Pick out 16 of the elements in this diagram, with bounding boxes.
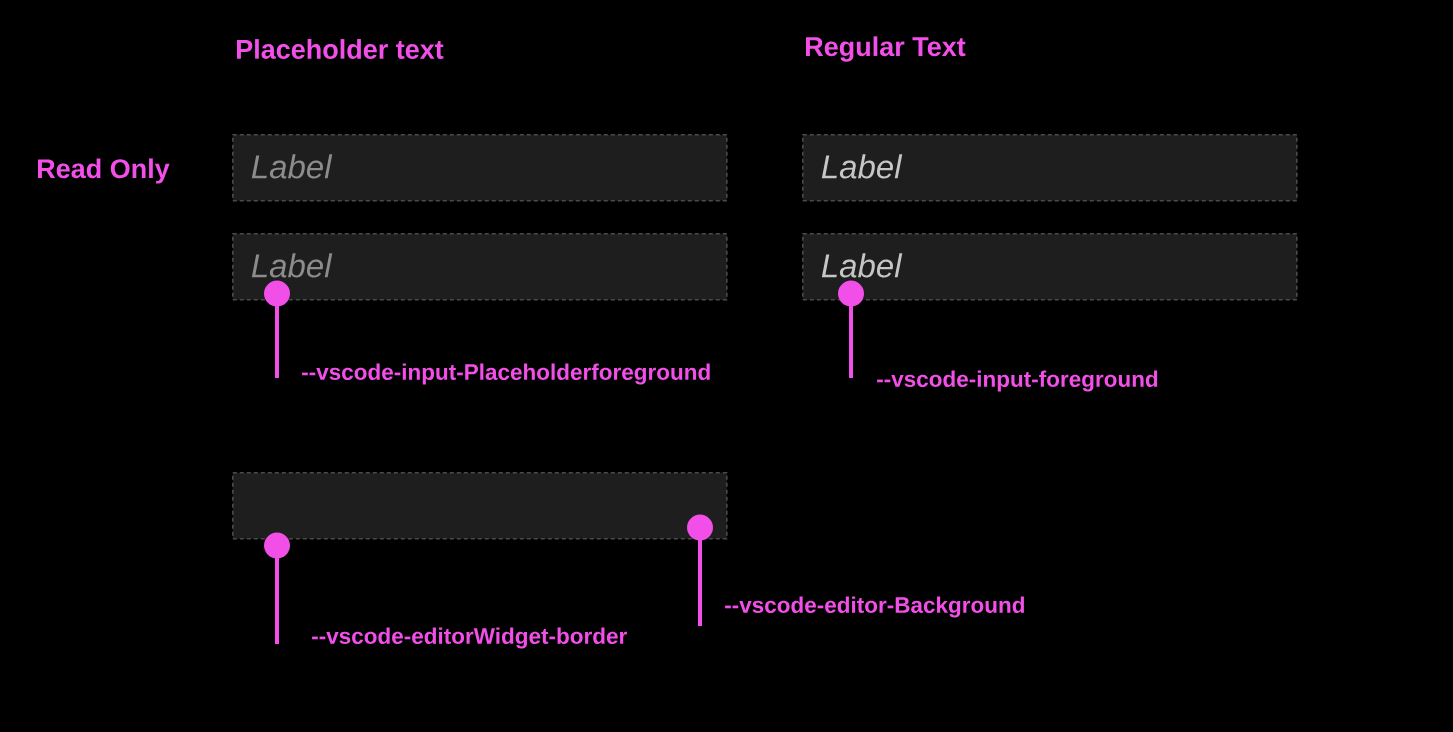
column-heading: Placeholder text (237, 39, 444, 59)
variable-name: --vscode-input-Placeholderforeground (302, 363, 710, 385)
variable-name: --vscode-input-foreground (877, 370, 1158, 392)
input-field: Label (802, 233, 1298, 301)
variable-name: --vscode-editorWidget-border (312, 627, 627, 649)
input-field: Label (232, 134, 728, 202)
input-field: Label (802, 134, 1298, 202)
input-field: Label (232, 233, 728, 301)
column-heading: Regular Text (806, 36, 966, 62)
leader-line (838, 280, 864, 378)
input-field (232, 472, 728, 540)
variable-name: --vscode-editor-Background (725, 596, 1024, 618)
row-heading: Read Only (38, 158, 170, 184)
leader-line (264, 532, 290, 644)
leader-line (687, 514, 713, 626)
leader-line (264, 280, 290, 378)
